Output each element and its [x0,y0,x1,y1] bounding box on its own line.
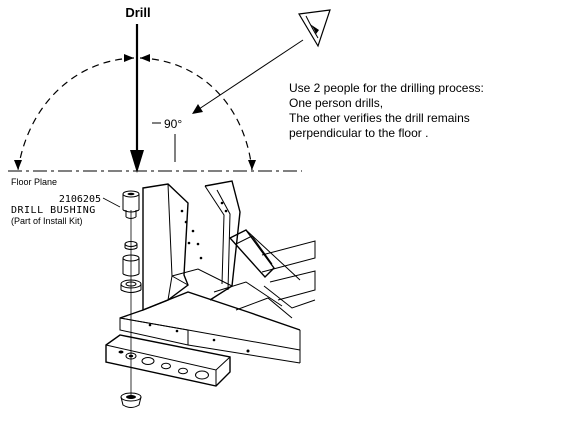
left-angle-arc [17,57,135,171]
drill-arrow [130,24,144,173]
part-note: (Part of Install Kit) [11,216,83,226]
drill-bushing-stack [120,190,142,408]
instruction-line-4: perpendicular to the floor . [289,126,428,140]
instruction-line-2: One person drills, [289,96,383,110]
frame-assembly [105,180,316,387]
angle-label: 90° [164,117,182,131]
part-number: 2106205 [59,194,101,205]
eye-icon [298,9,331,48]
sight-line [195,39,304,112]
drill-label: Drill [125,5,150,20]
right-angle-arc [139,57,253,171]
instruction-line-3: The other verifies the drill remains [289,111,470,125]
instruction-line-1: Use 2 people for the drilling process: [289,81,484,95]
instructions-text: Use 2 people for the drilling process: O… [289,81,484,140]
part-name: DRILL BUSHING [11,205,96,216]
floor-plane-label: Floor Plane [11,177,57,187]
